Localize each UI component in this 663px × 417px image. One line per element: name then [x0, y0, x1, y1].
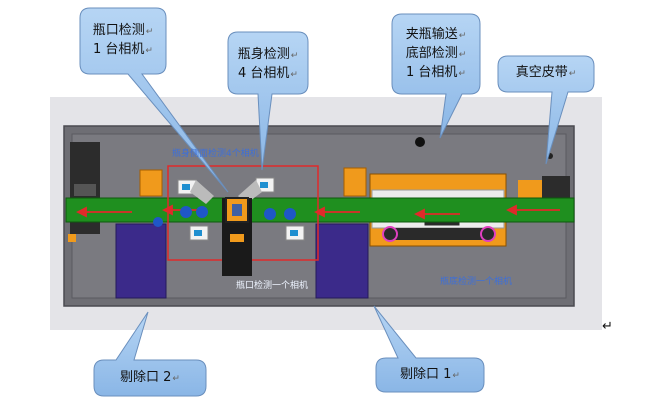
- return-mark: ↵: [458, 31, 467, 41]
- body-camera-line2: 4 台相机: [238, 66, 290, 81]
- orange-unit-mid: [343, 167, 367, 197]
- neck-camera-lens: [232, 204, 242, 216]
- clamp-bottom-line2: 底部检测: [405, 46, 458, 61]
- vacuum-belt-callout-bubble: [497, 55, 595, 165]
- body-camera-line1: 瓶身检测: [237, 47, 290, 62]
- neck-camera-line2: 1 台相机: [93, 42, 145, 57]
- return-mark: ↵: [290, 70, 298, 80]
- neck-check-label: 瓶口检测一个相机: [236, 281, 309, 291]
- clamp-bottom-callout-bubble: [391, 13, 481, 139]
- frame-hole: [415, 137, 425, 147]
- reject2-callout-bubble: [93, 311, 207, 397]
- reject-bin-1: [315, 223, 369, 299]
- return-mark: ↵: [452, 371, 460, 381]
- reject1-callout-text: 剔除口 1↵: [380, 366, 480, 385]
- neck-camera-line1: 瓶口检测: [92, 23, 145, 38]
- clamp-bottom-line3: 1 台相机: [406, 65, 458, 80]
- bottle-marker: [153, 217, 163, 227]
- reject2-callout-text: 剔除口 2↵: [98, 369, 202, 388]
- vacuum-belt-line1: 真空皮带: [515, 65, 568, 80]
- return-mark: ↵: [172, 374, 180, 384]
- bottle-marker: [196, 206, 208, 218]
- body-camera-callout-bubble: [227, 31, 309, 171]
- return-mark: ↵: [458, 69, 466, 79]
- bottom-pulley-left: [382, 226, 398, 242]
- reject2-line1: 剔除口 2: [120, 370, 172, 385]
- neck-camera-base: [230, 234, 244, 242]
- bottle-marker: [180, 206, 192, 218]
- frame-clip: [68, 234, 76, 242]
- neck-camera-callout-bubble: [79, 7, 229, 193]
- reject-bin-2: [115, 223, 167, 299]
- reject1-callout-bubble: [373, 305, 485, 393]
- body-camera-3: [189, 225, 209, 241]
- reject1-line1: 剔除口 1: [400, 367, 452, 382]
- bottle-marker: [264, 208, 276, 220]
- return-mark: ↵: [458, 50, 467, 60]
- return-mark: ↵: [145, 27, 154, 37]
- orange-unit-left: [139, 169, 163, 197]
- bottom-inspection-belt: [392, 228, 488, 240]
- body-camera-1: [177, 179, 214, 204]
- vacuum-belt-callout-text: 真空皮带↵: [502, 64, 590, 83]
- neck-camera-callout-text: 瓶口检测↵ 1 台相机↵: [86, 22, 160, 60]
- return-mark: ↵: [568, 69, 577, 79]
- return-mark: ↵: [145, 46, 153, 56]
- bottom-check-label: 瓶底检测一个相机: [440, 277, 513, 287]
- clamp-bottom-line1: 夹瓶输送: [405, 27, 458, 42]
- return-mark: ↵: [602, 319, 613, 334]
- return-mark: ↵: [290, 51, 299, 61]
- body-camera-4: [285, 225, 305, 241]
- body-camera-callout-text: 瓶身检测↵ 4 台相机↵: [232, 46, 304, 84]
- bottom-pulley-right: [480, 226, 496, 242]
- bottle-marker: [284, 208, 296, 220]
- left-end-slot: [74, 184, 96, 196]
- body-side-label: 瓶身侧面检测4个相机: [172, 149, 259, 159]
- clamp-bottom-callout-text: 夹瓶输送↵ 底部检测↵ 1 台相机↵: [396, 26, 476, 83]
